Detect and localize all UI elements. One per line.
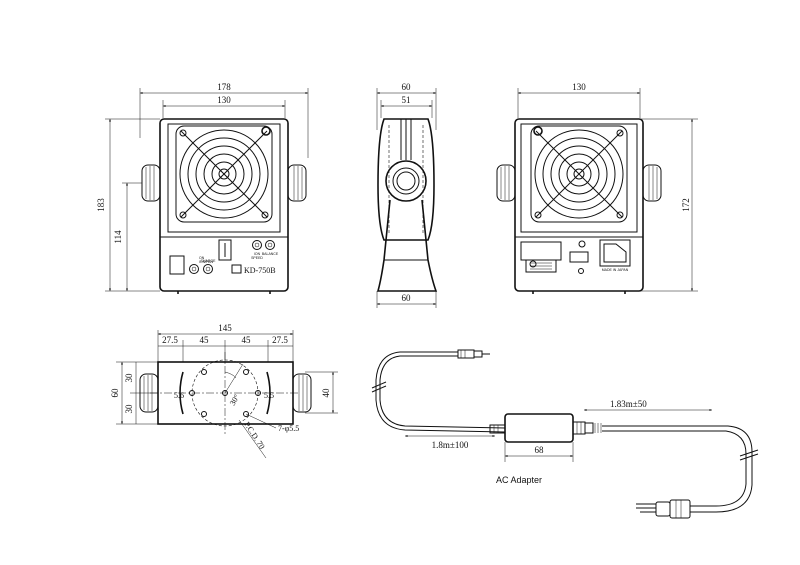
dim-front-183: 183 <box>96 198 106 212</box>
ion-speed-knob-icon <box>252 240 262 250</box>
ac-adapter-diagram: 68 1.8m±100 1.83m±50 AC Adapter <box>371 349 759 519</box>
rear-fan-grille-icon <box>530 125 628 223</box>
ion-fan-knob-icon <box>189 264 199 274</box>
dim-bottom-40: 40 <box>321 388 331 398</box>
dim-bottom-145: 145 <box>218 323 232 333</box>
dim-bottom-30-lower: 30 <box>124 404 134 414</box>
dim-front-130: 130 <box>217 95 231 105</box>
switch-label-right: CHARGE <box>201 259 217 263</box>
dim-input-cable: 1.8m±100 <box>432 440 469 450</box>
mounting-holes-icon <box>189 369 261 417</box>
dim-holes: 7-φ5.5 <box>278 424 299 433</box>
dim-side-60-bottom: 60 <box>402 293 412 303</box>
front-view: 178 130 183 114 <box>96 82 309 294</box>
bottom-view: 145 27.5 45 45 27.5 60 30 30 40 <box>110 323 338 459</box>
rear-view: 130 172 <box>496 82 698 294</box>
knob-label-right: BALANCE <box>262 252 279 256</box>
charge-knob-icon <box>203 264 213 274</box>
model-label: KD-750B <box>244 266 276 275</box>
dim-adapter-68: 68 <box>535 445 545 455</box>
dim-front-178: 178 <box>217 82 231 92</box>
dim-front-114: 114 <box>113 230 123 244</box>
side-view: 60 51 60 <box>376 82 438 308</box>
dc-plug-icon <box>457 349 490 359</box>
dim-bottom-45-left: 45 <box>200 335 210 345</box>
dim-slot-right: 5.5 <box>264 391 274 400</box>
dim-side-51: 51 <box>402 95 411 105</box>
rear-plate-text: MADE IN JAPAN <box>602 268 629 272</box>
dim-side-60-top: 60 <box>402 82 412 92</box>
power-switch-icon <box>169 255 185 275</box>
dim-bottom-27-5-right: 27.5 <box>272 335 288 345</box>
center-switch-icon <box>218 239 232 261</box>
balance-knob-icon <box>265 240 275 250</box>
front-fan-grille-icon <box>175 125 273 223</box>
dim-angle: 30° <box>228 393 241 407</box>
adapter-caption: AC Adapter <box>496 475 542 485</box>
dc-jack-icon <box>529 260 537 268</box>
dim-rear-130: 130 <box>572 82 586 92</box>
mains-plug-icon <box>636 499 691 519</box>
dim-output-cable: 1.83m±50 <box>610 399 647 409</box>
dim-bottom-60: 60 <box>110 388 120 398</box>
dim-bottom-27-5-left: 27.5 <box>162 335 178 345</box>
side-knob-icon <box>385 160 427 202</box>
dim-rear-172: 172 <box>681 198 691 212</box>
dim-slot-left: 5.6 <box>174 391 184 400</box>
adapter-body-icon <box>504 413 574 443</box>
connector-block-icon <box>520 241 562 261</box>
dim-bottom-30-upper: 30 <box>124 373 134 383</box>
dim-bottom-45-right: 45 <box>242 335 252 345</box>
